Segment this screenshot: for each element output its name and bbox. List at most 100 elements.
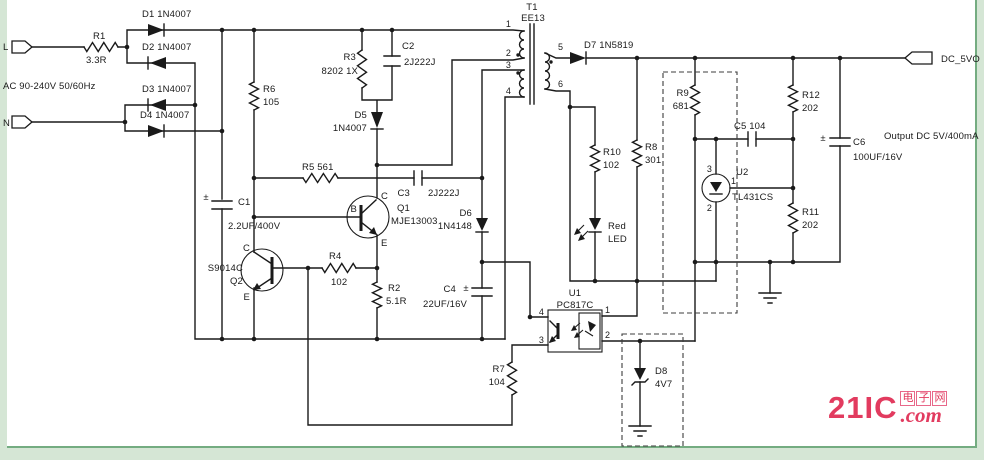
- u1-pin4: 4: [539, 307, 544, 317]
- r3-value: 8202 1X: [322, 66, 359, 77]
- t1-pin1: 1: [506, 19, 511, 29]
- r7-value: 104: [489, 377, 505, 388]
- watermark-cn-char: 网: [932, 391, 948, 406]
- ground-d8: [628, 425, 652, 437]
- junction-dot: [479, 336, 485, 342]
- c6-ref: C6: [853, 137, 865, 148]
- r10-ref: R10: [603, 147, 621, 158]
- capacitor-c6: [829, 137, 851, 147]
- resistor-r4: [321, 262, 357, 274]
- resistor-r9: [689, 84, 701, 116]
- port-l-label: L: [3, 42, 8, 53]
- junction-dot: [251, 336, 257, 342]
- r2-value: 5.1R: [386, 296, 407, 307]
- r4-value: 102: [331, 277, 347, 288]
- watermark-cn: 电 子 网: [900, 391, 948, 406]
- port-l-tag: [11, 40, 33, 54]
- junction-dot: [219, 336, 225, 342]
- q2-model: S9014C: [208, 263, 243, 274]
- d4-label: D4 1N4007: [140, 110, 189, 121]
- labels: L N AC 90-240V 50/60Hz DC_5VO Output DC …: [3, 2, 980, 390]
- wire-snubber: [253, 29, 525, 199]
- r5-label: R5 561: [302, 162, 334, 173]
- d6-value: 1N4148: [438, 221, 472, 232]
- r1-ref: R1: [93, 31, 105, 42]
- junction-dot: [479, 175, 485, 181]
- watermark-brand: 21IC: [828, 390, 898, 425]
- r1-value: 3.3R: [86, 55, 107, 66]
- c1-polarity: ±: [203, 192, 208, 203]
- aux-winding: [518, 69, 525, 98]
- polarity-dot: [516, 71, 520, 75]
- r9-ref: R9: [677, 88, 689, 99]
- r6-ref: R6: [263, 84, 275, 95]
- junction-dot: [359, 27, 365, 33]
- c6-value: 100UF/16V: [853, 152, 903, 163]
- junction-dot: [790, 136, 796, 142]
- r11-ref: R11: [802, 207, 819, 218]
- diodes: [147, 23, 649, 386]
- led-label-1: Red: [608, 221, 626, 232]
- transformer-core: [529, 23, 535, 105]
- resistor-r10: [588, 144, 602, 173]
- resistor-r1: [83, 41, 119, 53]
- diode-d7: [570, 51, 587, 65]
- u1-ref: U1: [569, 288, 581, 299]
- capacitor-c5: [747, 131, 757, 147]
- led-label-2: LED: [608, 234, 627, 245]
- q2-pin-c: C: [243, 243, 250, 254]
- ports: [11, 40, 933, 129]
- u2-pin3: 3: [707, 164, 712, 174]
- u2-ref: U2: [736, 167, 748, 178]
- r12-value: 202: [802, 103, 818, 114]
- q1-model: MJE13003: [391, 216, 438, 227]
- junction-dot: [567, 104, 573, 110]
- junction-dot: [637, 338, 643, 344]
- junction-dot: [219, 128, 225, 134]
- d8-ref: D8: [655, 366, 667, 377]
- u2-model: TL431CS: [732, 192, 773, 203]
- junction-dot: [634, 55, 640, 61]
- capacitor-c4: [471, 287, 493, 297]
- capacitor-c2: [383, 55, 401, 67]
- d5-ref: D5: [355, 110, 367, 121]
- junction-dot: [790, 259, 796, 265]
- r11-value: 202: [802, 220, 818, 231]
- red-led: [574, 218, 602, 241]
- resistor-r7: [506, 361, 518, 396]
- d2-label: D2 1N4007: [142, 42, 191, 53]
- junction-dot: [837, 55, 843, 61]
- shunt-regulator-u2: [701, 173, 731, 203]
- t1-model: EE13: [521, 13, 545, 24]
- c4-polarity: ±: [463, 283, 468, 294]
- ground-secondary: [758, 292, 782, 304]
- t1-pin2: 2: [506, 48, 511, 58]
- transistor-q1: [346, 195, 390, 239]
- junction-dot: [389, 27, 395, 33]
- c1-value: 2.2UF/400V: [228, 221, 281, 232]
- q1-pin-e: E: [381, 238, 388, 249]
- port-n-tag: [11, 115, 33, 129]
- q1-pin-c: C: [381, 191, 388, 202]
- zener-d8: [631, 368, 649, 386]
- resistor-r11: [787, 202, 799, 234]
- t1-pin5: 5: [558, 42, 563, 52]
- r6-value: 105: [263, 97, 279, 108]
- t1-pin6: 6: [558, 79, 563, 89]
- c3-value: 2J222J: [428, 188, 460, 199]
- junction-dot: [479, 259, 485, 265]
- capacitor-c3: [413, 170, 423, 186]
- junction-dot: [374, 336, 380, 342]
- transformer-t1: [516, 23, 553, 105]
- junction-dot: [124, 44, 130, 50]
- secondary-winding: [544, 52, 551, 90]
- junction-dot: [790, 185, 796, 191]
- capacitors: [211, 55, 851, 297]
- watermark-21ic: 21IC 电 子 网 .com: [828, 390, 948, 426]
- port-dc-tag: [904, 51, 933, 65]
- junction-dot: [192, 102, 198, 108]
- watermark-cn-char: 电: [900, 391, 916, 406]
- junction-dot: [219, 27, 225, 33]
- d8-dashed-box: [621, 333, 684, 447]
- c2-value: 2J222J: [404, 57, 436, 68]
